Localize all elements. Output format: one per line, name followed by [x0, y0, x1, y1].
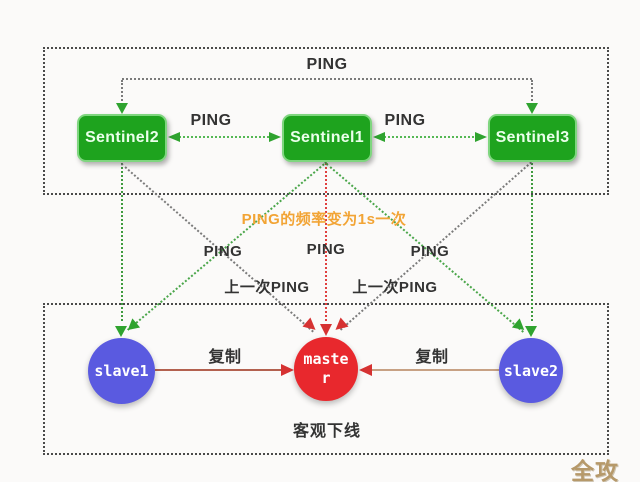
slave1-node: slave1 [88, 338, 155, 404]
slave2-node: slave2 [499, 338, 563, 403]
ping-between-left-label: PING [190, 112, 232, 129]
sentinel2-label: Sentinel2 [85, 129, 159, 146]
sentinel2-node: Sentinel2 [77, 114, 167, 162]
line-sentinel2-slave1 [121, 163, 123, 321]
sentinel3-node: Sentinel3 [488, 114, 577, 162]
sentinel1-node: Sentinel1 [282, 114, 372, 162]
ping-top-label: PING [306, 56, 348, 73]
arrowhead-into-slave1-vertical [115, 326, 127, 337]
sentinel1-label: Sentinel1 [290, 129, 364, 146]
ping-frequency-note: PING的频率变为1s一次 [241, 211, 407, 228]
arrowhead-into-master-vertical [320, 324, 332, 336]
arrowhead-replication-into-master-right [359, 364, 372, 376]
master-label: master [303, 350, 349, 387]
ping-line-sentinel2-sentinel1 [172, 136, 272, 138]
replicate-right-label: 复制 [415, 349, 449, 366]
sentinel3-label: Sentinel3 [495, 129, 570, 146]
arrowhead-into-sentinel1-right [373, 132, 385, 142]
ping-mid-center-label: PING [306, 241, 346, 258]
objective-down-label: 客观下线 [292, 423, 362, 440]
replication-line-slave1-master [155, 369, 282, 371]
ping-loop-top-segment [122, 78, 532, 80]
ping-mid-left-label: PING [203, 243, 243, 260]
arrowhead-into-sentinel3-left [475, 132, 487, 142]
master-node: master [294, 337, 358, 401]
last-ping-left-label: 上一次PING [224, 279, 310, 296]
ping-loop-right-segment [531, 80, 533, 105]
line-sentinel3-slave2 [531, 163, 533, 321]
ping-mid-right-label: PING [410, 243, 450, 260]
arrowhead-into-slave2-vertical [525, 326, 537, 337]
arrowhead-replication-into-master-left [281, 364, 294, 376]
arrowhead-into-sentinel2-right [168, 132, 180, 142]
ping-line-sentinel1-sentinel3 [377, 136, 477, 138]
arrowhead-into-sentinel1-left [269, 132, 281, 142]
watermark-text: 全攻略 [571, 458, 619, 482]
line-sentinel1-master [325, 163, 327, 321]
last-ping-right-label: 上一次PING [352, 279, 438, 296]
slave1-label: slave1 [94, 362, 149, 380]
arrowhead-into-sentinel3-top [526, 103, 538, 114]
replication-line-slave2-master [372, 369, 499, 371]
replicate-left-label: 复制 [208, 349, 242, 366]
arrowhead-into-sentinel2-top [116, 103, 128, 114]
ping-loop-left-segment [121, 80, 123, 105]
slave2-label: slave2 [503, 361, 559, 380]
ping-between-right-label: PING [384, 112, 426, 129]
